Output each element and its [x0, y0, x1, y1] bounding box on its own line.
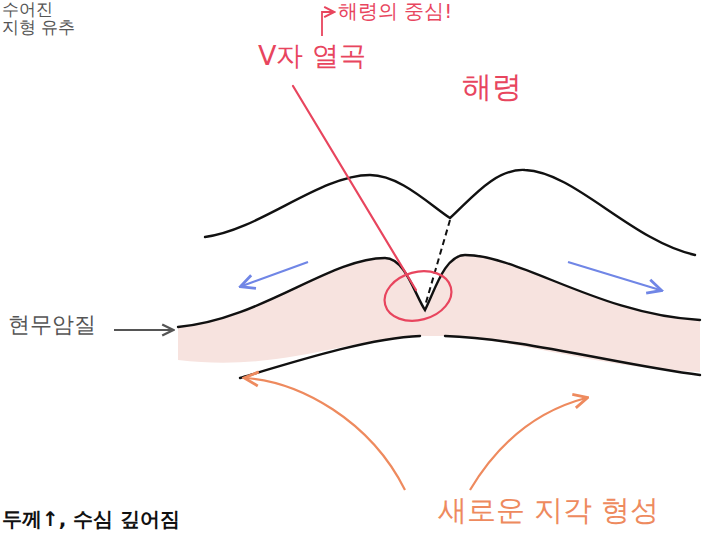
callout-text: 해령의 중심! — [338, 0, 452, 23]
crust-bottom-right — [445, 336, 700, 375]
new-crust-arrow-right — [470, 398, 586, 490]
rift-label: V자 열곡 — [258, 40, 366, 71]
crust-bottom-left — [240, 336, 420, 378]
new-crust-label: 새로운 지각 형성 — [438, 494, 659, 527]
crust-top-line — [178, 255, 700, 327]
basalt-label: 현무암질 — [8, 312, 96, 337]
axis-dashed-line — [425, 220, 450, 306]
rift-circle — [379, 264, 457, 328]
note-text: 지형 유추 — [2, 18, 75, 38]
note-text: 수어진 — [2, 0, 53, 20]
spread-arrow-right — [568, 262, 660, 290]
basalt-layer — [178, 255, 700, 372]
rift-leader — [293, 86, 416, 290]
basalt-leader — [114, 329, 172, 331]
ridge-label: 해령 — [462, 70, 522, 105]
sea-floor-line — [205, 170, 695, 255]
new-crust-arrow-left — [246, 378, 405, 490]
note-text: 두께↑, 수심 깊어짐 — [2, 508, 180, 531]
spread-arrow-left — [242, 262, 308, 286]
center-pointer — [322, 12, 333, 36]
